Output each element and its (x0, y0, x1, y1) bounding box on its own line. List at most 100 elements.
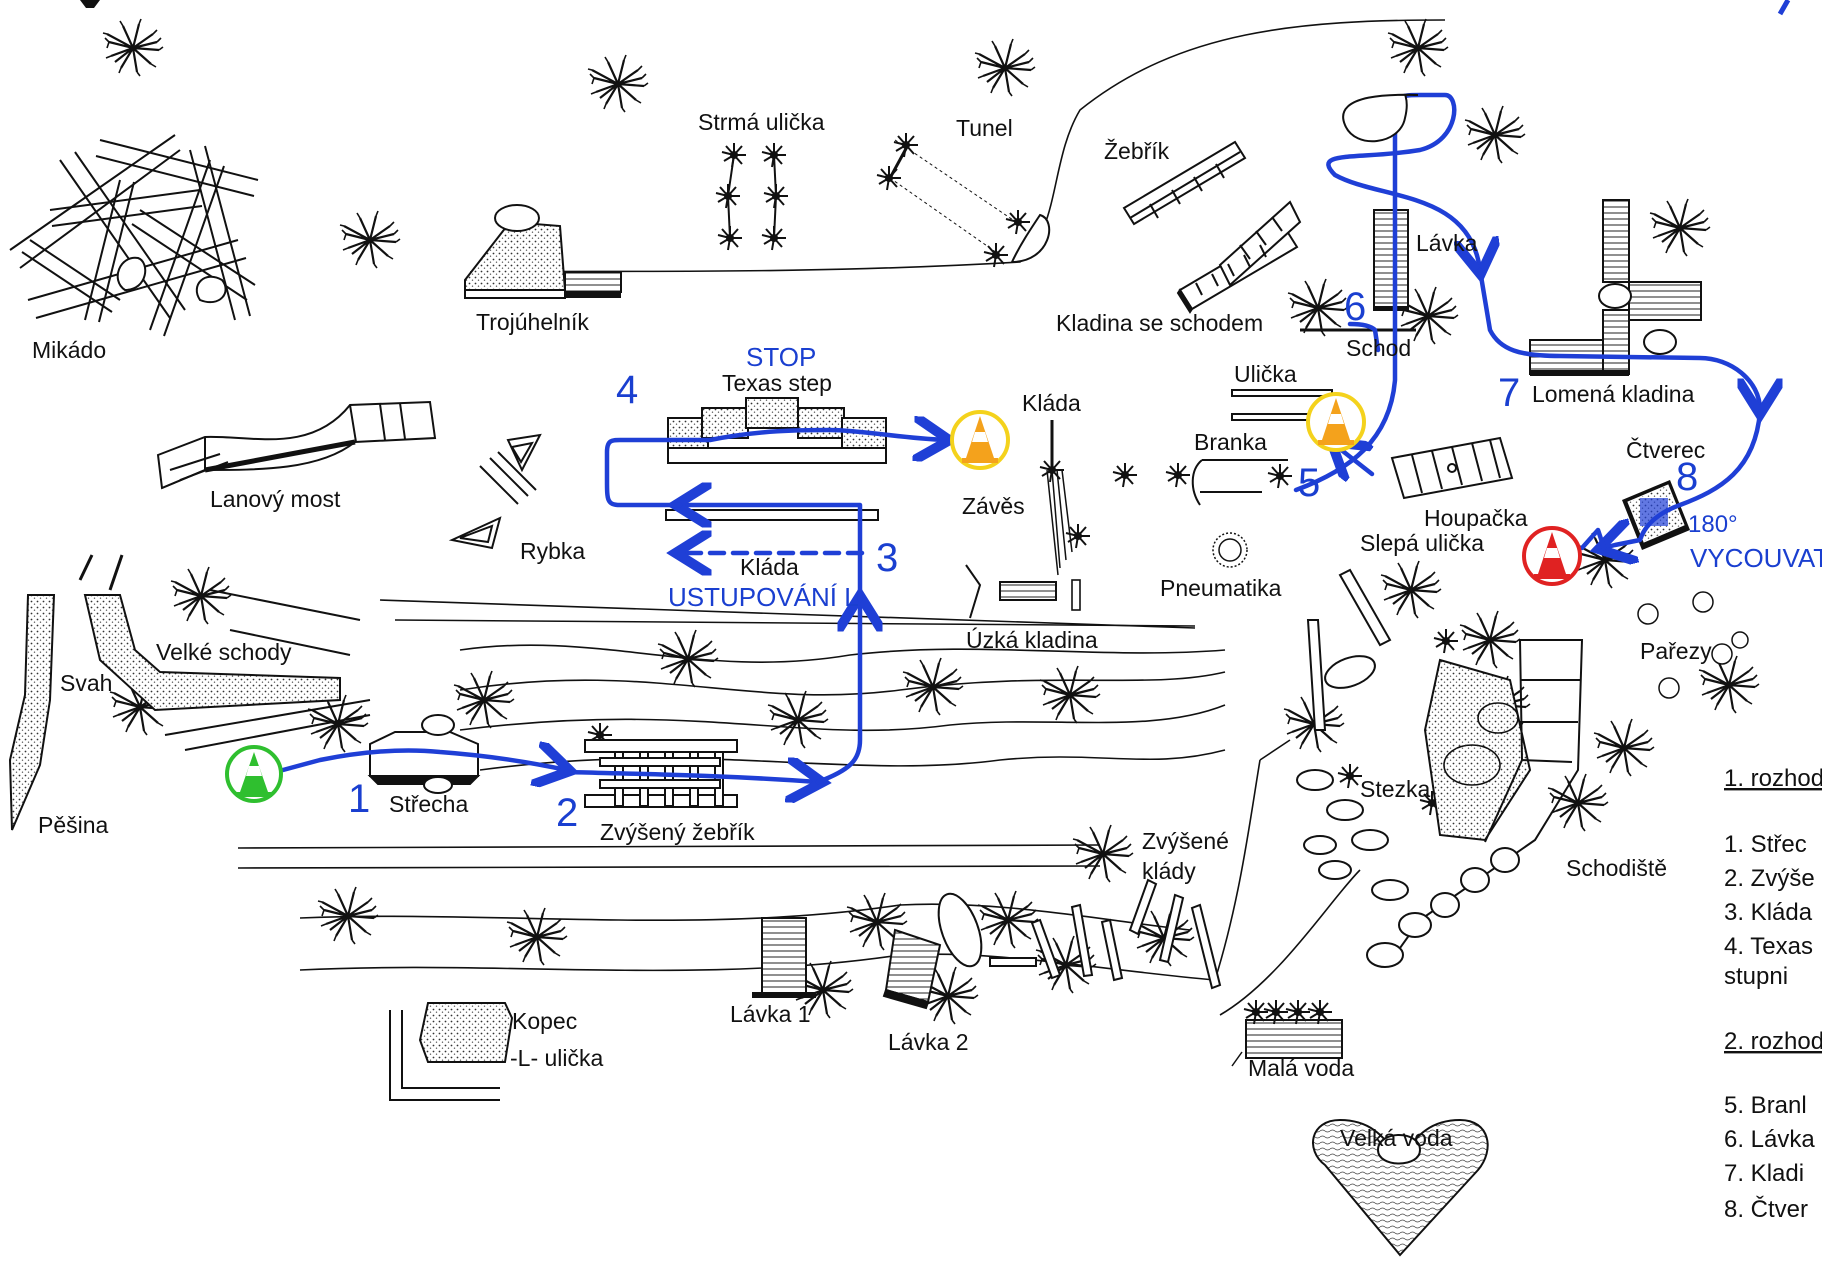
label-kopec: Kopec (512, 1008, 577, 1034)
cone-checkpoint-branka (1306, 392, 1366, 452)
label-pesina: Pěšina (38, 812, 109, 838)
label-trojuhelnik: Trojúhelník (476, 309, 589, 335)
route-num-3: 3 (876, 536, 898, 580)
lavka-1-obstacle (752, 917, 816, 998)
label-kladina-se-schodem: Kladina se schodem (1056, 310, 1263, 336)
trojuhelnik-obstacle (464, 204, 622, 299)
label-klady: klády (1142, 858, 1196, 884)
houpacka-obstacle (1390, 436, 1514, 500)
legend-item-2: 2. Zvýše (1724, 865, 1815, 892)
svah-obstacle (8, 594, 56, 831)
legend-item-3: 3. Kláda (1724, 899, 1813, 926)
rybka-obstacle (448, 433, 542, 550)
label-180-deg: 180° (1688, 511, 1738, 538)
label-slepa-ulicka: Slepá ulička (1360, 530, 1484, 556)
parezy-obstacle (1637, 591, 1749, 699)
klada-beam (665, 509, 879, 521)
cone-start (225, 745, 283, 803)
label-rybka: Rybka (520, 538, 585, 564)
branka-obstacle (1112, 459, 1293, 506)
route-num-8: 8 (1676, 455, 1698, 499)
label-strma-ulicka: Strmá ulička (698, 109, 825, 135)
label-ustupovani: USTUPOVÁNÍ L (668, 582, 859, 612)
tunel-obstacle (876, 132, 1051, 268)
label-lomena-kladina: Lomená kladina (1532, 381, 1695, 407)
label-zaves: Závěs (962, 493, 1025, 519)
label-tunel: Tunel (956, 115, 1013, 141)
route-labels: STOP USTUPOVÁNÍ L 180° VYCOUVAT 1 2 3 4 … (348, 285, 1822, 835)
lavka-2-obstacle (882, 892, 983, 1010)
zebrik-obstacle (1122, 140, 1247, 226)
edge-mark (1777, 0, 1791, 16)
velka-voda-obstacle (1312, 1118, 1489, 1257)
route-num-6: 6 (1344, 285, 1366, 329)
kladina-se-schodem-obstacle (1176, 200, 1302, 314)
label-mikado: Mikádo (32, 337, 106, 363)
route-num-2: 2 (556, 791, 578, 835)
zvysene-klady-obstacle (989, 878, 1222, 990)
texas-step-obstacle (667, 397, 887, 464)
label-vycouvat: VYCOUVAT (1690, 543, 1822, 573)
label-pneumatika: Pneumatika (1160, 575, 1282, 601)
label-klada-2: Kláda (740, 554, 799, 580)
label-velka-voda: Velká voda (1340, 1125, 1453, 1151)
label-stop: STOP (746, 342, 816, 372)
label-stezka: Stezka (1360, 776, 1431, 802)
route-path (280, 92, 1760, 782)
mala-voda-obstacle (1231, 999, 1343, 1067)
label-schod: Schod (1346, 335, 1411, 361)
cone-finish (1522, 526, 1582, 586)
strma-ulicka-obstacle (715, 142, 789, 251)
label-strecha: Střecha (389, 791, 468, 817)
pneumatika-obstacle (1212, 532, 1248, 568)
label-zvyseny-zebrik: Zvýšený žebřík (600, 819, 755, 845)
label-schodiste: Schodiště (1566, 855, 1667, 881)
lanovy-most-obstacle (156, 400, 437, 490)
strecha-obstacle (367, 714, 481, 794)
legend-item-4-cont: stupni (1724, 963, 1788, 990)
label-lavka-2: Lávka 2 (888, 1029, 969, 1055)
label-zvysene: Zvýšené (1142, 828, 1229, 854)
route-num-4: 4 (616, 368, 638, 412)
legend: 1. rozhod 1. Střec 2. Zvýše 3. Kláda 4. … (1724, 765, 1822, 1223)
label-l-ulicka: -L- ulička (510, 1045, 604, 1071)
stezka-obstacle (1296, 655, 1532, 901)
legend-item-1: 1. Střec (1724, 831, 1807, 858)
label-branka: Branka (1194, 429, 1267, 455)
mikado-obstacle (9, 134, 259, 337)
velke-schody-obstacle (78, 554, 371, 751)
route-num-5: 5 (1298, 461, 1320, 505)
legend-item-8: 8. Čtver (1724, 1195, 1808, 1223)
label-mala-voda: Malá voda (1248, 1055, 1354, 1081)
obstacle-labels: Mikádo Trojúhelník Strmá ulička Tunel Že… (32, 109, 1712, 1151)
label-houpacka: Houpačka (1424, 505, 1528, 531)
label-uzka-kladina: Úzká kladina (966, 627, 1098, 653)
label-zebrik: Žebřík (1104, 138, 1170, 164)
label-texas-step: Texas step (722, 370, 832, 396)
slepa-ulicka-obstacle (1306, 568, 1392, 731)
route-num-7: 7 (1498, 371, 1520, 415)
label-ulicka: Ulička (1234, 361, 1297, 387)
legend-section1-title: 1. rozhod (1724, 765, 1822, 792)
label-ctverec: Čtverec (1626, 436, 1705, 463)
label-lanovy-most: Lanový most (210, 486, 341, 512)
zaves-obstacle (965, 420, 1091, 619)
legend-item-5: 5. Branl (1724, 1092, 1807, 1119)
legend-section2-title: 2. rozhod (1724, 1028, 1822, 1055)
route-num-1: 1 (348, 777, 370, 821)
label-parezy: Pařezy (1640, 638, 1712, 664)
label-svah: Svah (60, 670, 112, 696)
label-klada: Kláda (1022, 390, 1081, 416)
legend-item-4: 4. Texas (1724, 933, 1813, 960)
lavka-obstacle (1373, 209, 1409, 311)
cone-checkpoint-texas (950, 410, 1010, 470)
legend-item-7: 7. Kladi (1724, 1160, 1804, 1187)
schodiste-obstacle (1366, 639, 1584, 968)
edge-mark-top (80, 0, 100, 8)
label-lavka: Lávka (1416, 230, 1478, 256)
kopec-obstacle (389, 1002, 514, 1101)
label-lavka-1: Lávka 1 (730, 1001, 811, 1027)
legend-item-6: 6. Lávka (1724, 1126, 1815, 1153)
uzka-kladina (394, 619, 1196, 627)
